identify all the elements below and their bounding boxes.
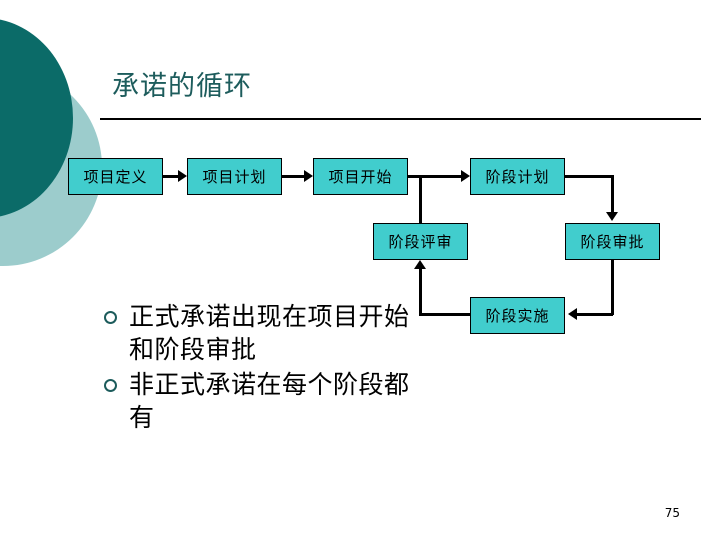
flow-node-project-definition[interactable]: 项目定义	[68, 158, 163, 195]
connector-definition-to-plan	[163, 175, 178, 178]
flow-node-project-plan[interactable]: 项目计划	[187, 158, 282, 195]
connector-start-to-stage-review	[419, 175, 422, 224]
arrowhead-to-stage-approval	[606, 212, 618, 221]
connector-start-to-stage-plan	[408, 175, 461, 178]
connector-stage-plan-right	[565, 175, 614, 178]
bullet-item: 正式承诺出现在项目开始和阶段审批	[104, 300, 424, 366]
connector-plan-to-start	[282, 175, 304, 178]
bullet-circle-icon	[104, 311, 117, 324]
arrowhead-to-stage-review	[414, 260, 426, 269]
arrowhead-plan-to-start	[304, 170, 313, 182]
flow-node-stage-implement[interactable]: 阶段实施	[470, 297, 565, 334]
arrowhead-definition-to-plan	[178, 170, 187, 182]
arrowhead-to-stage-implement	[568, 308, 577, 320]
flow-node-stage-plan[interactable]: 阶段计划	[470, 158, 565, 195]
bullet-circle-icon	[104, 379, 117, 392]
connector-stage-approval-left	[577, 313, 613, 316]
bullet-text: 正式承诺出现在项目开始和阶段审批	[129, 302, 410, 364]
connector-stage-implement-left	[419, 313, 472, 316]
flow-node-project-start[interactable]: 项目开始	[313, 158, 408, 195]
connector-stage-implement-up	[419, 269, 422, 315]
flow-node-stage-review[interactable]: 阶段评审	[373, 223, 468, 260]
connector-stage-plan-down	[611, 175, 614, 214]
title-divider	[100, 118, 701, 120]
bullet-text: 非正式承诺在每个阶段都有	[129, 370, 410, 432]
arrowhead-start-to-stage-plan	[461, 170, 470, 182]
bullet-item: 非正式承诺在每个阶段都有	[104, 368, 424, 434]
page-number: 75	[664, 506, 680, 520]
connector-stage-approval-down	[611, 260, 614, 315]
slide-title: 承诺的循环	[112, 71, 252, 102]
bullet-list: 正式承诺出现在项目开始和阶段审批 非正式承诺在每个阶段都有	[104, 300, 424, 436]
flow-node-stage-approval[interactable]: 阶段审批	[565, 223, 660, 260]
